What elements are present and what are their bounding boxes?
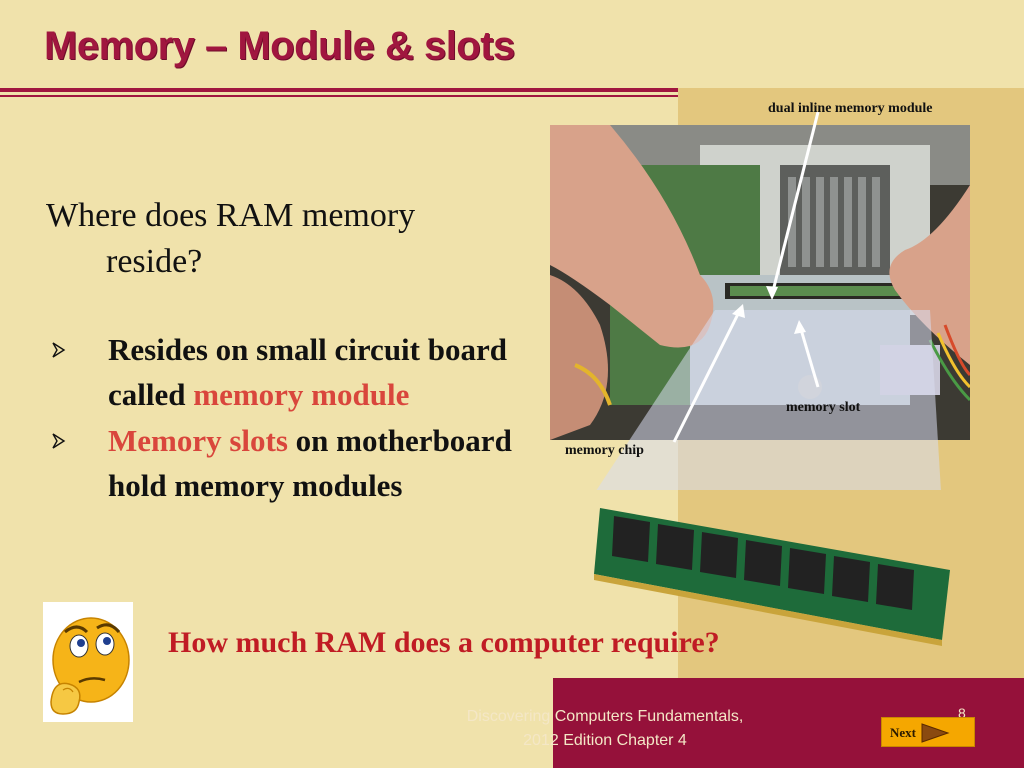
- bullet-text: Resides on small circuit board called: [108, 332, 507, 412]
- thinking-face-icon: [50, 617, 130, 715]
- motherboard-photo: [550, 125, 970, 440]
- footer-line-2: 2012 Edition Chapter 4: [523, 732, 687, 749]
- label-memory-slot: memory slot: [786, 400, 861, 415]
- thinking-face-clipart: [43, 602, 133, 722]
- label-memory-chip: memory chip: [565, 443, 644, 458]
- footer-line-1: Discovering Computers Fundamentals,: [466, 708, 744, 725]
- next-arrow-icon: [921, 723, 950, 743]
- page-number: 8: [958, 705, 966, 721]
- bullet-arrow-icon: [52, 433, 66, 449]
- bullet-text-tail: on motherboard hold memory modules: [108, 423, 512, 503]
- title-divider: [0, 88, 678, 92]
- slide-title: Memory – Module & slots: [44, 24, 515, 68]
- bullet-arrow-icon: [52, 342, 66, 358]
- bullet-item: Resides on small circuit board called me…: [48, 328, 548, 417]
- next-label: Next: [890, 725, 916, 740]
- question-line-2: reside?: [106, 243, 203, 280]
- bullet-list: Resides on small circuit board called me…: [48, 328, 548, 510]
- memory-module-illustration: [594, 508, 950, 646]
- title-divider-thin: [0, 95, 678, 97]
- next-button[interactable]: Next: [881, 717, 975, 747]
- label-dual-inline-memory-module: dual inline memory module: [768, 101, 933, 116]
- bullet-highlight: memory module: [193, 376, 410, 412]
- question-line-1: Where does RAM memory: [46, 197, 416, 234]
- question-text: Where does RAM memory reside?: [46, 193, 526, 285]
- footer-caption: Discovering Computers Fundamentals, 2012…: [460, 705, 750, 753]
- bullet-highlight: Memory slots: [108, 423, 288, 458]
- bullet-item: Memory slots on motherboard hold memory …: [48, 419, 548, 508]
- ram-question: How much RAM does a computer require?: [168, 626, 720, 659]
